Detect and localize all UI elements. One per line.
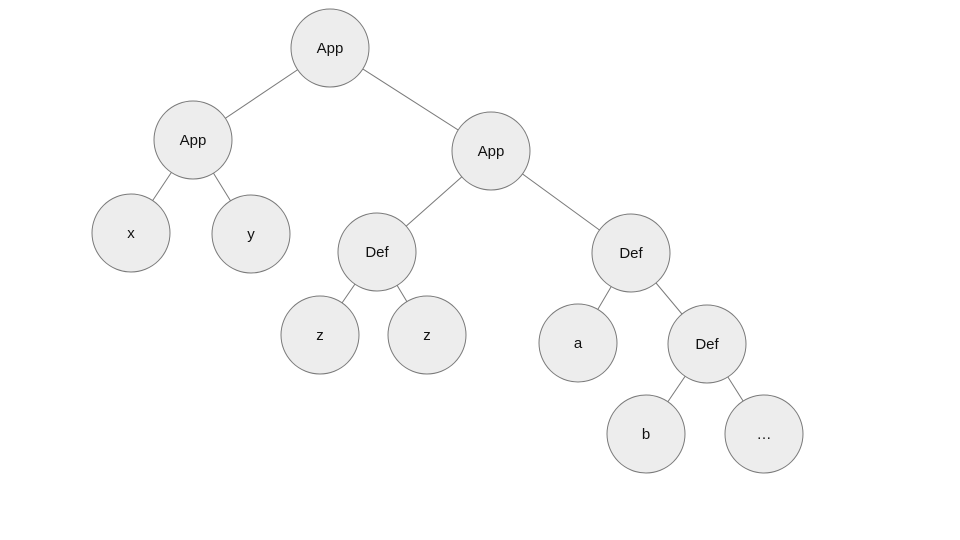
node-label: … (757, 426, 772, 443)
node-circle (290, 8, 370, 88)
tree-node-z-right: z (387, 295, 467, 375)
node-circle (387, 295, 467, 375)
node-circle (280, 295, 360, 375)
node-circle (667, 304, 747, 384)
node-circle (538, 303, 618, 383)
tree-node-z-left: z (280, 295, 360, 375)
node-label: App (478, 143, 505, 160)
node-label: Def (365, 244, 389, 261)
node-label: y (247, 226, 255, 243)
node-circle (211, 194, 291, 274)
node-circle (591, 213, 671, 293)
tree-node-x: x (91, 193, 171, 273)
tree-node-y: y (211, 194, 291, 274)
node-label: Def (695, 336, 719, 353)
node-circle (606, 394, 686, 474)
node-label: z (316, 327, 324, 344)
node-label: x (127, 225, 135, 242)
tree-node-def-right: Def (591, 213, 671, 293)
tree-node-ellipsis: … (724, 394, 804, 474)
node-label: a (574, 335, 583, 352)
node-label: z (423, 327, 431, 344)
tree-node-b: b (606, 394, 686, 474)
node-label: App (317, 40, 344, 57)
node-circle (724, 394, 804, 474)
node-circle (153, 100, 233, 180)
tree-node-def-right-right: Def (667, 304, 747, 384)
node-circle (451, 111, 531, 191)
tree-node-app-root: App (290, 8, 370, 88)
node-label: Def (619, 245, 643, 262)
tree-node-def-left: Def (337, 212, 417, 292)
node-label: b (642, 426, 650, 443)
tree-node-app-left: App (153, 100, 233, 180)
node-circle (337, 212, 417, 292)
tree-node-a: a (538, 303, 618, 383)
node-circle (91, 193, 171, 273)
tree-node-app-right: App (451, 111, 531, 191)
node-label: App (180, 132, 207, 149)
